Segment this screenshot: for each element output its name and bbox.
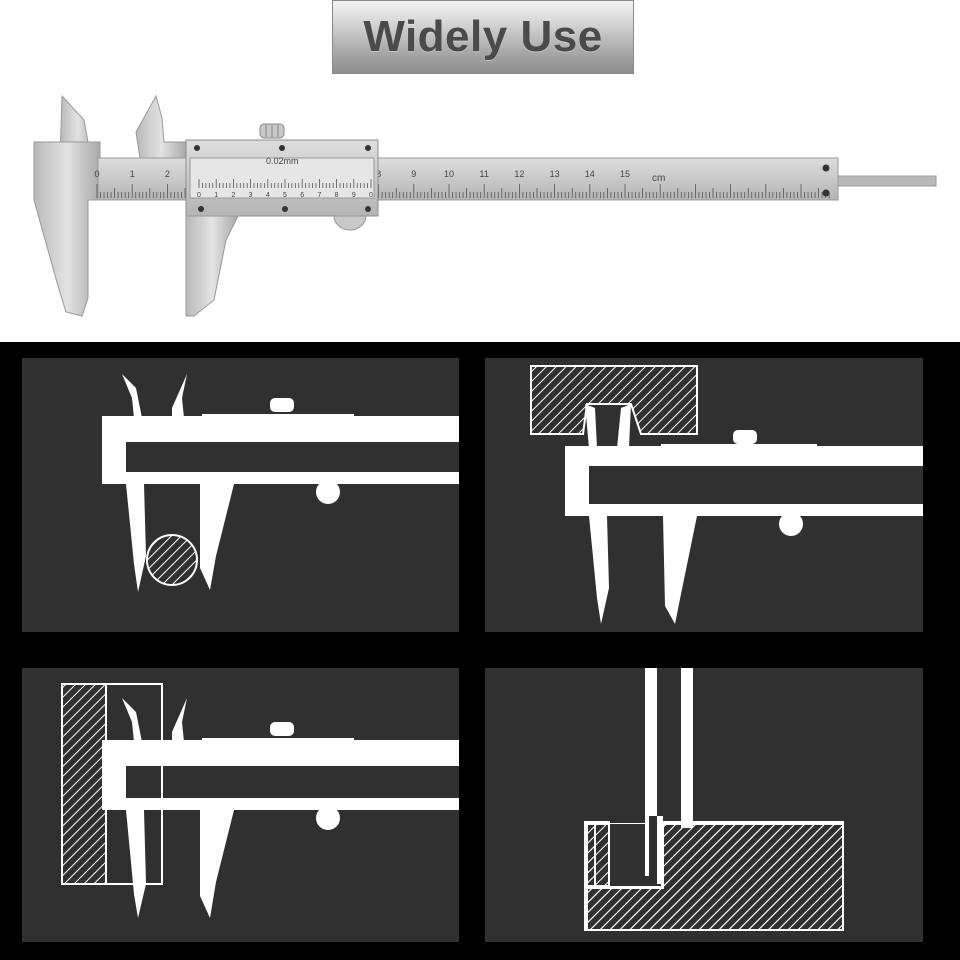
- main-scale-number: 10: [444, 169, 454, 179]
- banner: Widely Use: [332, 0, 634, 74]
- vernier-scale-number: 2: [231, 192, 235, 199]
- screw: [198, 206, 204, 212]
- step-measurement-illustration: [61, 683, 459, 918]
- fixed-lower-jaw: [33, 141, 101, 317]
- usage-panel-outside-measurement: [22, 358, 459, 632]
- inside-measurement-illustration: [530, 365, 923, 624]
- screw: [822, 189, 830, 197]
- main-scale-number: 0: [94, 169, 99, 179]
- screw: [194, 145, 200, 151]
- vernier-scale-number: 0: [369, 192, 373, 199]
- vernier-scale-number: 0: [197, 192, 201, 199]
- screw: [822, 164, 830, 172]
- hollow-workpiece: [530, 365, 698, 435]
- depth-rod: [835, 175, 937, 187]
- step-workpiece: [61, 683, 107, 885]
- round-workpiece: [146, 534, 198, 586]
- vernier-scale-number: 3: [249, 192, 253, 199]
- vernier-label: 0.02mm: [266, 156, 299, 166]
- main-scale-number: 12: [514, 169, 524, 179]
- usage-panel-depth-measurement: [485, 668, 923, 942]
- outside-measurement-illustration: [102, 374, 459, 592]
- main-scale-number: 14: [585, 169, 595, 179]
- main-scale-number: 8: [376, 169, 381, 179]
- main-scale-number: 2: [165, 169, 170, 179]
- vernier-scale-ticks: [198, 179, 372, 188]
- vernier-scale-number: 9: [352, 192, 356, 199]
- vernier-scale-number: 6: [300, 192, 304, 199]
- main-scale-ticks: [96, 184, 830, 198]
- sliding-upper-jaw: [135, 94, 187, 159]
- screw: [365, 145, 371, 151]
- screw: [365, 206, 371, 212]
- main-scale-number: 1: [130, 169, 135, 179]
- vernier-window: [189, 157, 375, 199]
- banner-title: Widely Use: [363, 12, 603, 61]
- usage-panel-step-measurement: [22, 668, 459, 942]
- main-scale-number: 11: [480, 169, 489, 179]
- unit-label: cm: [652, 173, 665, 184]
- vernier-scale-numbers: 0 1 2 3 4 5 6 7 8 9 0: [197, 192, 373, 199]
- main-scale-number: 9: [411, 169, 416, 179]
- screw: [282, 206, 288, 212]
- main-scale-number: 15: [620, 169, 630, 179]
- vernier-scale-number: 5: [283, 192, 287, 199]
- vernier-scale-number: 1: [214, 192, 218, 199]
- vernier-scale-number: 4: [266, 192, 270, 199]
- usage-examples: [0, 342, 960, 960]
- screw: [279, 145, 285, 151]
- vernier-scale-number: 8: [335, 192, 339, 199]
- usage-panel-inside-measurement: [485, 358, 923, 632]
- sliding-lower-jaw: [185, 215, 239, 317]
- main-scale-number: 13: [550, 169, 560, 179]
- vernier-scale-number: 7: [317, 192, 321, 199]
- depth-measurement-illustration: [584, 668, 844, 931]
- thumb-wheel: [333, 215, 367, 231]
